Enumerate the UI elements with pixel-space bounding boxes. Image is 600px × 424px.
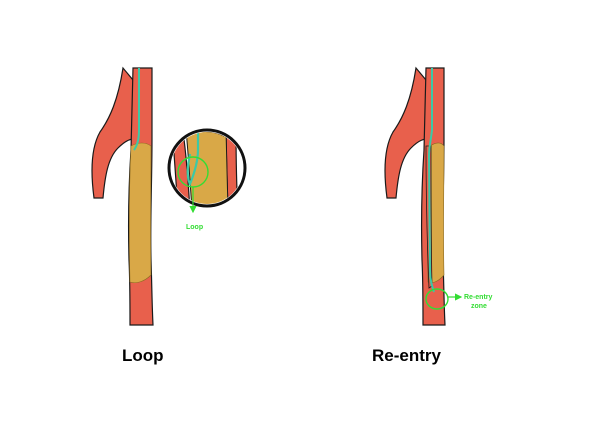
- loop-caption: Loop: [122, 346, 164, 365]
- loop-guidewire: [133, 68, 140, 151]
- reentry-guidewire: [427, 68, 435, 293]
- loop-occlusion: [129, 142, 152, 284]
- reentry-panel: Re-entry zone: [384, 66, 493, 326]
- loop-side-branch: [91, 66, 136, 199]
- loop-panel: Loop: [91, 66, 247, 326]
- reentry-annotation-line2: zone: [471, 303, 487, 310]
- loop-magnified-inset: Loop: [167, 128, 247, 231]
- reentry-side-branch: [384, 66, 429, 199]
- reentry-annotation-line1: Re-entry: [464, 294, 493, 301]
- reentry-zone-circle: [425, 288, 449, 310]
- loop-annotation-label: Loop: [186, 224, 203, 231]
- reentry-caption: Re-entry: [372, 346, 441, 365]
